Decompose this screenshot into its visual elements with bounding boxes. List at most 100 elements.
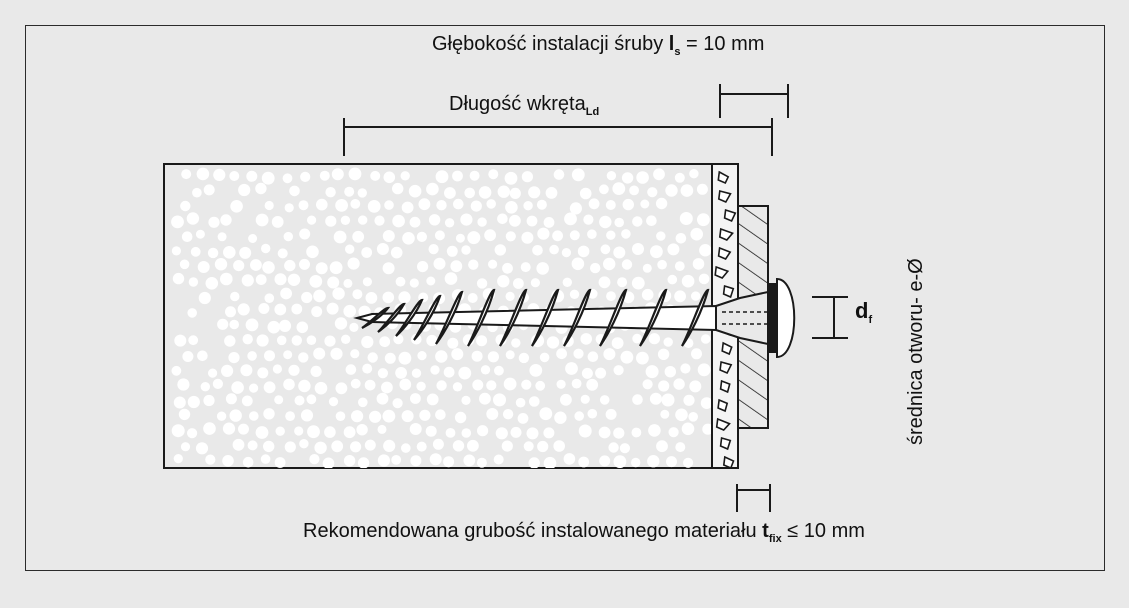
aggregate-dot [679, 212, 693, 225]
plaster-chip [714, 265, 730, 279]
aggregate-dot [636, 351, 649, 365]
aggregate-dot [683, 394, 695, 406]
aggregate-dot [315, 262, 328, 275]
aggregate-dot [556, 379, 566, 389]
aggregate-dot [621, 259, 633, 270]
aggregate-dot [224, 335, 236, 347]
aggregate-dot [579, 187, 592, 200]
aggregate-dot [636, 171, 649, 184]
aggregate-dot [173, 396, 186, 409]
aggregate-dot [453, 198, 464, 210]
aggregate-dot [535, 380, 546, 391]
aggregate-dot [569, 289, 580, 299]
aggregate-dot [173, 454, 183, 464]
aggregate-dot [291, 335, 302, 346]
aggregate-dot [573, 348, 584, 359]
aggregate-dot [190, 246, 201, 257]
aggregate-dot [419, 409, 431, 421]
aggregate-dot [384, 352, 396, 364]
aggregate-dot [395, 276, 406, 287]
aggregate-dot [700, 397, 712, 409]
aggregate-dot [479, 392, 491, 405]
aggregate-dot [430, 365, 440, 375]
aggregate-dot [621, 172, 634, 184]
aggregate-dot [612, 182, 626, 196]
aggregate-dot [410, 455, 422, 467]
aggregate-dot [345, 244, 355, 254]
aggregate-dot [329, 261, 343, 275]
aggregate-dot [509, 214, 521, 227]
aggregate-dot [377, 368, 388, 379]
aggregate-dot [341, 334, 351, 344]
aggregate-dot [521, 379, 532, 390]
aggregate-dot [258, 303, 270, 314]
aggregate-dot [569, 230, 580, 241]
aggregate-dot [571, 378, 582, 389]
aggregate-dot [487, 351, 499, 363]
aggregate-dot [587, 408, 598, 419]
aggregate-dot [298, 352, 309, 363]
screw [353, 277, 796, 359]
aggregate-dot [561, 248, 572, 258]
thread-turn [499, 288, 528, 347]
aggregate-dot [275, 426, 285, 436]
aggregate-dot [702, 423, 712, 435]
aggregate-dot [288, 364, 300, 376]
aggregate-dot [249, 383, 259, 393]
screw-length-label: Długość wkrętaLd [449, 93, 600, 118]
aggregate-dot [543, 217, 555, 228]
aggregate-dot [255, 213, 269, 227]
plaster-chip [723, 208, 737, 223]
aggregate-dot [452, 382, 463, 392]
aggregate-dot [343, 426, 356, 439]
plaster-chip [719, 436, 732, 451]
aggregate-dot [350, 441, 362, 453]
aggregate-dot [649, 392, 662, 405]
aggregate-dot [171, 246, 181, 256]
aggregate-dot [399, 378, 412, 391]
aggregate-dot [393, 334, 404, 345]
aggregate-dot [433, 257, 446, 270]
aggregate-dot [648, 333, 661, 345]
aggregate-dot [494, 244, 506, 256]
aggregate-dot [511, 338, 521, 348]
aggregate-dot [606, 291, 616, 301]
aggregate-dot [501, 440, 513, 452]
aggregate-dot [549, 244, 559, 255]
aggregate-dot [285, 411, 295, 421]
aggregate-dot [554, 411, 567, 424]
aggregate-dot [181, 231, 193, 242]
aggregate-dot [565, 362, 578, 375]
aggregate-dot [291, 303, 303, 315]
aggregate-dot [426, 182, 439, 196]
aggregate-dot [599, 395, 610, 405]
aggregate-dot [203, 394, 215, 407]
aggregate-dot [352, 230, 365, 243]
plaster-chip [717, 246, 732, 260]
aggregate-dot [172, 272, 185, 285]
aggregate-dot [379, 336, 391, 348]
aggregate-dot [208, 216, 220, 228]
aggregate-dot [605, 408, 617, 420]
aggregate-dot [274, 303, 287, 316]
aggregate-dot [340, 215, 351, 225]
aggregate-dot [452, 170, 463, 182]
aggregate-dot [476, 457, 487, 468]
aggregate-dot [574, 411, 584, 421]
aggregate-dot [464, 187, 476, 199]
aggregate-dot [697, 213, 710, 227]
aggregate-dot [214, 258, 228, 271]
aggregate-dot [186, 212, 200, 225]
aggregate-dot [428, 214, 441, 226]
aggregate-dot [553, 169, 565, 180]
aggregate-dot [350, 349, 360, 359]
thread-turn [395, 298, 424, 337]
aggregate-dot [313, 347, 326, 360]
aggregate-dot [583, 214, 594, 225]
aggregate-dot [486, 199, 497, 209]
aggregate-dot [642, 263, 652, 273]
aggregate-dot [471, 350, 483, 362]
aggregate-dot [326, 302, 339, 315]
aggregate-dot [282, 173, 293, 184]
aggregate-dot [222, 422, 236, 435]
